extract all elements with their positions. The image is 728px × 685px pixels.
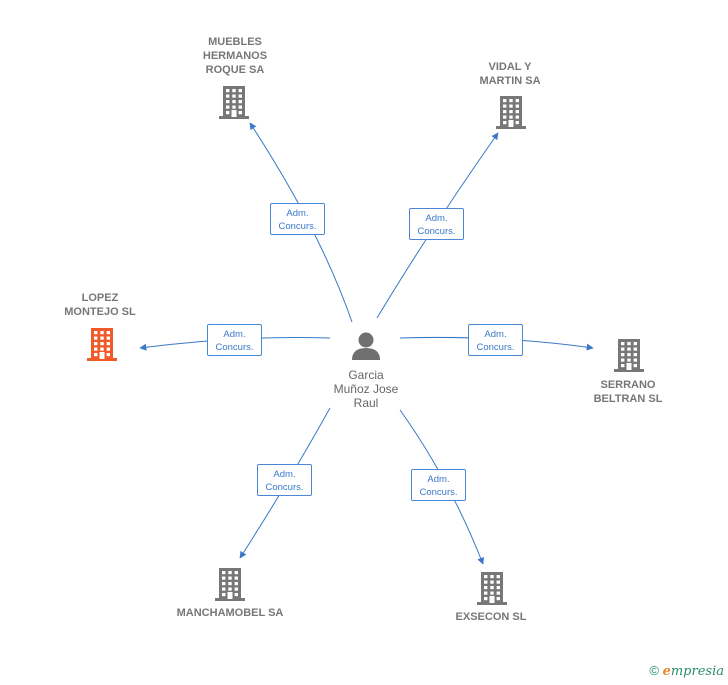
- company-label-exsecon[interactable]: EXSECON SL: [455, 611, 527, 623]
- edge-label-lopez: Adm. Concurs.: [207, 324, 262, 356]
- edge-label-exsecon: Adm. Concurs.: [411, 469, 466, 501]
- company-label-vidal[interactable]: VIDAL Y MARTIN SA: [479, 61, 541, 87]
- company-label-serrano[interactable]: SERRANO BELTRAN SL: [593, 379, 663, 405]
- company-label-manchamobel[interactable]: MANCHAMOBEL SA: [176, 607, 284, 619]
- company-label-muebles[interactable]: MUEBLES HERMANOS ROQUE SA: [202, 36, 268, 76]
- building-icon[interactable]: [496, 96, 526, 129]
- edge-label-muebles: Adm. Concurs.: [270, 203, 325, 235]
- copyright-symbol: ©: [649, 663, 659, 678]
- building-icon[interactable]: [477, 572, 507, 605]
- company-icons: [87, 86, 644, 605]
- brand-logo: empresia: [662, 664, 724, 679]
- edge-label-serrano: Adm. Concurs.: [468, 324, 523, 356]
- building-icon[interactable]: [614, 339, 644, 372]
- company-label-lopez[interactable]: LOPEZ MONTEJO SL: [64, 292, 136, 318]
- edge-label-vidal: Adm. Concurs.: [409, 208, 464, 240]
- building-icon[interactable]: [87, 328, 117, 361]
- person-name[interactable]: Garcia Muñoz Jose Raul: [333, 368, 399, 410]
- edge-label-manchamobel: Adm. Concurs.: [257, 464, 312, 496]
- building-icon[interactable]: [219, 86, 249, 119]
- person-icon: [352, 332, 380, 360]
- footer-brand: © empresia: [649, 663, 724, 679]
- building-icon[interactable]: [215, 568, 245, 601]
